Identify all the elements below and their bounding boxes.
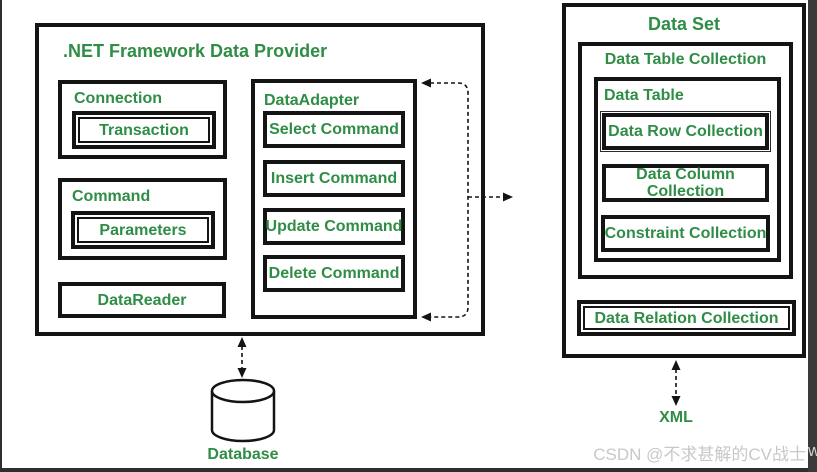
window-edge-right-strip: w (808, 0, 817, 472)
data-row-collection-label: Data Row Collection (608, 123, 763, 140)
provider-box: .NET Framework Data Provider Connection … (35, 23, 485, 336)
data-relation-collection-box: Data Relation Collection (577, 300, 796, 336)
dataadapter-label: DataAdapter (264, 92, 360, 109)
database-arrow-up-arrowhead-icon (237, 337, 247, 347)
dataset-box: Data Set Data Table Collection Data Tabl… (562, 3, 806, 358)
datareader-label: DataReader (97, 291, 187, 309)
connection-box: Connection Transaction (58, 80, 227, 159)
dataadapter-box: DataAdapter Select Command Insert Comman… (251, 79, 417, 319)
data-table-box: Data Table Data Row Collection Data Colu… (594, 77, 781, 262)
data-column-collection-label: Data Column Collection (636, 166, 735, 200)
insert-command-box: Insert Command (263, 160, 405, 197)
transaction-box: Transaction (72, 111, 216, 149)
data-table-collection-box: Data Table Collection Data Table Data Ro… (578, 42, 793, 279)
watermark-overflow: w (808, 441, 817, 460)
constraint-collection-label: Constraint Collection (604, 225, 767, 242)
update-command-box: Update Command (263, 208, 405, 245)
dataset-title: Data Set (647, 14, 721, 34)
watermark-text: CSDN @不求甚解的CV战士 (593, 445, 806, 464)
transaction-label: Transaction (99, 121, 189, 139)
provider-title: .NET Framework Data Provider (63, 41, 328, 61)
window-edge-left (0, 0, 2, 472)
data-column-collection-box: Data Column Collection (602, 164, 769, 202)
xml-label: XML (659, 409, 693, 426)
connection-label: Connection (74, 90, 162, 107)
data-row-collection-box: Data Row Collection (600, 111, 771, 152)
window-edge-bottom (0, 468, 817, 472)
database-cylinder-icon (210, 378, 276, 443)
insert-command-label: Insert Command (270, 170, 398, 187)
datareader-box: DataReader (58, 282, 226, 318)
update-command-label: Update Command (265, 218, 403, 235)
select-command-box: Select Command (263, 111, 405, 148)
xml-arrow-down-arrowhead-icon (671, 396, 681, 406)
command-label: Command (72, 188, 151, 205)
parameters-box: Parameters (71, 211, 215, 249)
provider-dataset-arrowhead-icon (503, 192, 513, 202)
data-relation-collection-label: Data Relation Collection (594, 309, 779, 327)
data-table-label: Data Table (604, 87, 684, 104)
database-arrow-down-arrowhead-icon (237, 368, 247, 378)
command-box: Command Parameters (58, 178, 227, 260)
database-label: Database (207, 446, 279, 463)
data-table-collection-label: Data Table Collection (604, 51, 767, 68)
parameters-label: Parameters (99, 221, 187, 239)
constraint-collection-box: Constraint Collection (601, 215, 770, 252)
delete-command-label: Delete Command (268, 265, 400, 282)
xml-arrow-up-arrowhead-icon (671, 360, 681, 370)
delete-command-box: Delete Command (263, 255, 405, 292)
select-command-label: Select Command (269, 121, 399, 138)
